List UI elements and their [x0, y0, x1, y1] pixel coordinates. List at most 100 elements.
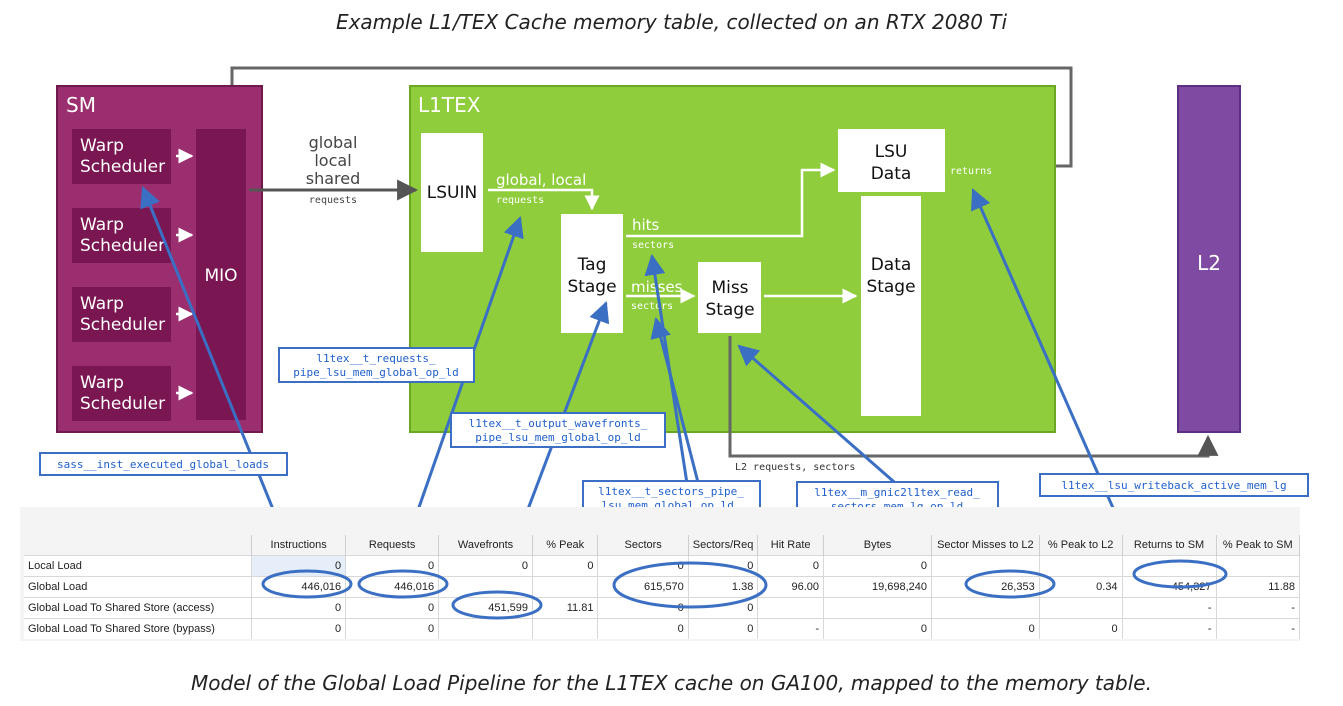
global-label: global: [309, 133, 358, 152]
table-header[interactable]: Sectors: [597, 535, 689, 556]
cell-requests[interactable]: 0: [345, 555, 440, 577]
cell-wavefronts[interactable]: [438, 618, 533, 639]
lsu-data-block: [838, 129, 945, 192]
metric-label-sass: sass__inst_executed_global_loads: [39, 452, 288, 476]
cell-misses-l2[interactable]: [931, 597, 1040, 619]
cell-instructions[interactable]: 446,016: [251, 576, 347, 598]
cell-returns-sm[interactable]: -: [1122, 597, 1217, 619]
table-header[interactable]: Requests: [345, 535, 440, 556]
table-header[interactable]: Sector Misses to L2: [931, 535, 1040, 556]
svg-text:sass__inst_executed_global_loa: sass__inst_executed_global_loads: [57, 458, 269, 471]
cell-peak-sm[interactable]: [1216, 555, 1301, 577]
table-row[interactable]: Local Load 0 0 0 0 0 0 0 0: [24, 555, 1301, 577]
cell-peak[interactable]: [532, 576, 599, 598]
l1tex-title: L1TEX: [418, 93, 481, 117]
sm-title: SM: [66, 93, 96, 117]
row-label: Global Load: [24, 576, 253, 598]
cell-sectors-req[interactable]: 0: [688, 597, 759, 619]
requests-left-label: requests: [309, 195, 357, 206]
cell-instructions[interactable]: 0: [251, 555, 347, 577]
table-row[interactable]: Global Load To Shared Store (bypass) 0 0…: [24, 618, 1301, 639]
l2-block: [1177, 85, 1241, 433]
table-row[interactable]: Global Load 446,016 446,016 615,570 1.38…: [24, 576, 1301, 598]
data-stage-block: [861, 196, 921, 416]
cell-requests[interactable]: 0: [345, 597, 440, 619]
l2-title: L2: [1197, 251, 1221, 275]
table-header[interactable]: % Peak to SM: [1216, 535, 1301, 556]
table-header[interactable]: Bytes: [823, 535, 933, 556]
top-caption: Example L1/TEX Cache memory table, colle…: [335, 10, 1008, 34]
local-label: local: [314, 151, 351, 170]
cell-peak-l2[interactable]: 0.34: [1039, 576, 1123, 598]
cell-bytes[interactable]: 19,698,240: [823, 576, 933, 598]
cell-requests[interactable]: 0: [345, 618, 440, 639]
cell-sectors[interactable]: 0: [597, 618, 689, 639]
mio-label: MIO: [204, 266, 237, 286]
cell-instructions[interactable]: 0: [251, 597, 347, 619]
cell-bytes[interactable]: 0: [823, 618, 933, 639]
l1tex-block: [409, 85, 1056, 433]
requests-mid-label: requests: [496, 195, 544, 206]
cell-peak[interactable]: 0: [532, 555, 599, 577]
cell-wavefronts[interactable]: 451,599: [438, 597, 533, 619]
cell-hit-rate[interactable]: -: [757, 618, 825, 639]
cell-peak[interactable]: 11.81: [532, 597, 599, 619]
cell-misses-l2[interactable]: [931, 555, 1040, 577]
cell-returns-sm[interactable]: [1122, 555, 1217, 577]
svg-text:l1tex__lsu_writeback_active_me: l1tex__lsu_writeback_active_mem_lg: [1061, 479, 1286, 492]
hits-label: hits: [632, 216, 660, 234]
memory-table: Instructions Requests Wavefronts % Peak …: [24, 535, 1301, 639]
l2-requests-label: L2 requests, sectors: [735, 462, 855, 473]
cell-hit-rate[interactable]: 96.00: [757, 576, 825, 598]
cell-sectors-req[interactable]: 0: [688, 555, 759, 577]
cell-peak-l2[interactable]: [1039, 597, 1123, 619]
cell-bytes[interactable]: 0: [823, 555, 933, 577]
table-header[interactable]: Hit Rate: [757, 535, 825, 556]
row-label: Global Load To Shared Store (bypass): [24, 618, 253, 639]
cell-requests[interactable]: 446,016: [345, 576, 440, 598]
cell-sectors-req[interactable]: 0: [688, 618, 759, 639]
cell-peak-sm[interactable]: 11.88: [1216, 576, 1301, 598]
cell-instructions[interactable]: 0: [251, 618, 347, 639]
cell-misses-l2[interactable]: 0: [931, 618, 1040, 639]
cell-bytes[interactable]: [823, 597, 933, 619]
miss-stage-block: [698, 262, 761, 333]
returns-label: returns: [950, 166, 992, 177]
table-header[interactable]: [24, 535, 253, 556]
table-header[interactable]: Sectors/Req: [688, 535, 759, 556]
cell-peak-sm[interactable]: -: [1216, 618, 1301, 639]
cell-peak-l2[interactable]: 0: [1039, 618, 1123, 639]
cell-peak[interactable]: [532, 618, 599, 639]
table-header-row: Instructions Requests Wavefronts % Peak …: [24, 535, 1301, 556]
cell-peak-l2[interactable]: [1039, 555, 1123, 577]
cell-returns-sm[interactable]: -: [1122, 618, 1217, 639]
table-row[interactable]: Global Load To Shared Store (access) 0 0…: [24, 597, 1301, 619]
l2-requests-arrow: [728, 336, 1219, 458]
cell-returns-sm[interactable]: 454,327: [1122, 576, 1217, 598]
cell-wavefronts[interactable]: [438, 576, 533, 598]
cell-sectors[interactable]: 615,570: [597, 576, 689, 598]
table-header[interactable]: Returns to SM: [1122, 535, 1217, 556]
cell-sectors[interactable]: 0: [597, 555, 689, 577]
table-header[interactable]: % Peak: [532, 535, 599, 556]
metric-label-writeback: l1tex__lsu_writeback_active_mem_lg: [1039, 473, 1309, 497]
cell-wavefronts[interactable]: 0: [438, 555, 533, 577]
cell-hit-rate[interactable]: [757, 597, 825, 619]
cell-sectors[interactable]: 0: [597, 597, 689, 619]
table-header[interactable]: % Peak to L2: [1039, 535, 1123, 556]
bottom-caption: Model of the Global Load Pipeline for th…: [191, 671, 1152, 695]
cell-misses-l2[interactable]: 26,353: [931, 576, 1040, 598]
table-header[interactable]: Instructions: [251, 535, 347, 556]
cell-peak-sm[interactable]: -: [1216, 597, 1301, 619]
cell-sectors-req[interactable]: 1.38: [688, 576, 759, 598]
cell-hit-rate[interactable]: 0: [757, 555, 825, 577]
table-header[interactable]: Wavefronts: [438, 535, 533, 556]
